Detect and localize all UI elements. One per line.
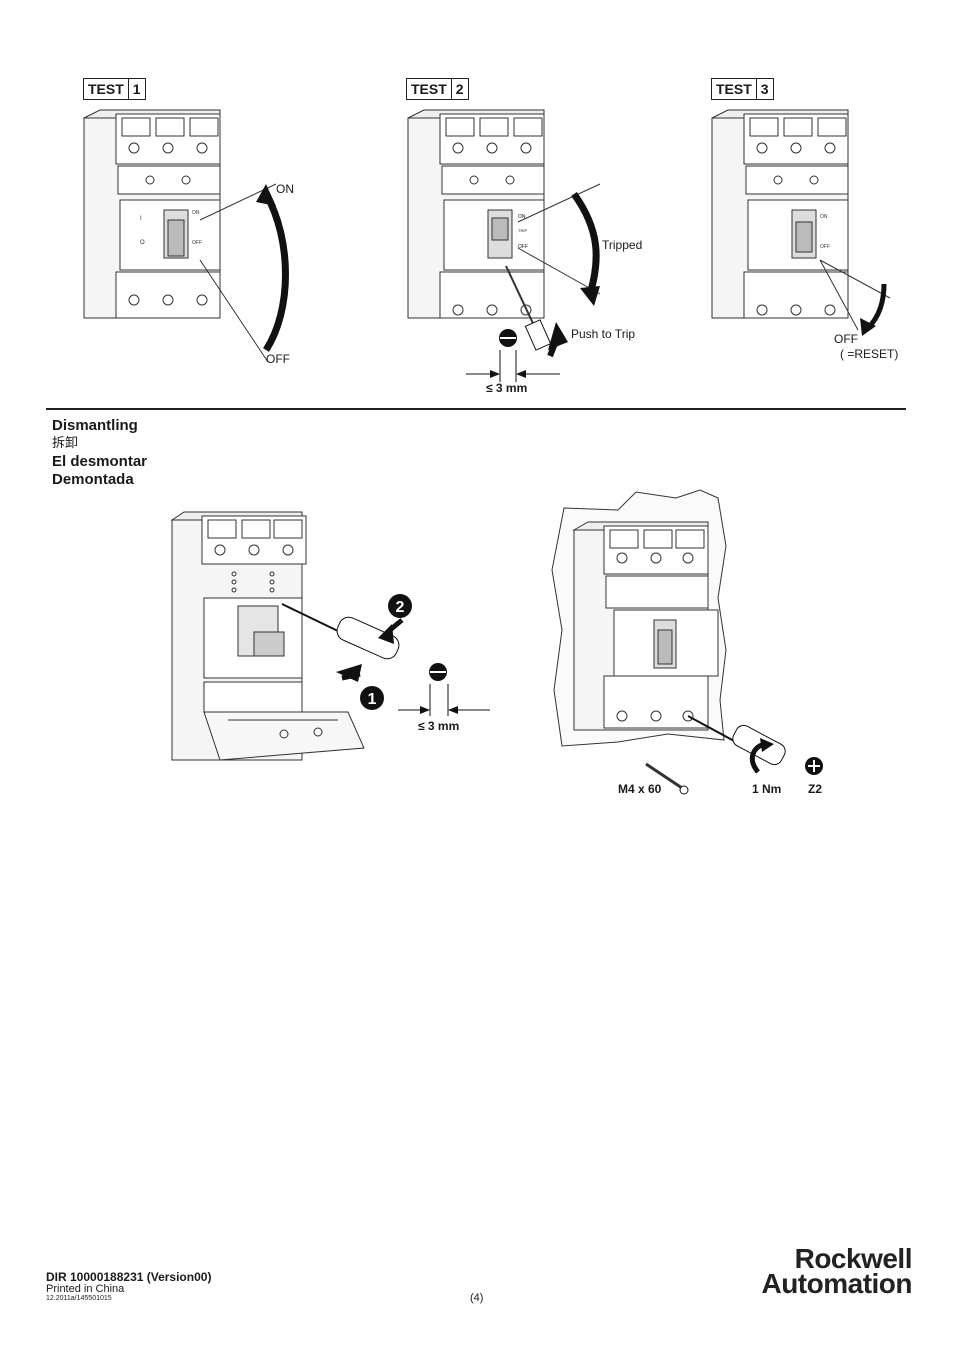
rockwell-automation-logo: Rockwell Automation	[702, 1243, 913, 1299]
dismantle-mounting-screw-illustration	[551, 489, 823, 795]
test-3-off-label: OFF	[834, 332, 858, 346]
logo-line-1: Rockwell	[794, 1243, 913, 1274]
test-1-breaker-illustration: I O ON OFF	[83, 109, 289, 363]
torque-label: 1 Nm	[752, 782, 782, 796]
step-2-number: 2	[396, 599, 405, 616]
test-3-reset-label: ( =RESET)	[840, 347, 899, 361]
test-number: 3	[755, 79, 773, 99]
test-number: 1	[127, 79, 145, 99]
printed-in: Printed in China	[46, 1283, 125, 1295]
screw-size-label: M4 x 60	[618, 782, 662, 796]
on-mark: ON	[192, 210, 200, 216]
test-word: TEST	[716, 81, 752, 97]
on-mark: ON	[518, 214, 526, 220]
test-number: 2	[450, 79, 468, 99]
test-1-off-label: OFF	[266, 352, 290, 366]
o-mark: O	[140, 240, 145, 246]
dismantle-open-cover-illustration: 1 2	[170, 511, 490, 761]
test-2-label: TEST 2	[406, 78, 469, 100]
document-number: DIR 10000188231 (Version00)	[46, 1270, 212, 1284]
trip-mark: TRIP	[518, 228, 527, 233]
test-1-label: TEST 1	[83, 78, 146, 100]
off-mark: OFF	[192, 240, 202, 246]
print-code: 12.2011a/145501015	[46, 1295, 112, 1302]
test-2-gap-label: ≤ 3 mm	[486, 381, 528, 395]
test-2-breaker-illustration: ON TRIP OFF	[407, 109, 601, 382]
dismantling-title-es: El desmontar	[52, 453, 148, 470]
i-mark: I	[140, 216, 142, 222]
test-word: TEST	[411, 81, 447, 97]
dismantle-gap-label: ≤ 3 mm	[418, 719, 460, 733]
dismantling-heading: Dismantling 拆卸 El desmontar Demontada	[52, 417, 147, 489]
test-2-tripped-label: Tripped	[602, 238, 643, 252]
on-mark: ON	[820, 214, 828, 220]
test-2-push-to-trip-label: Push to Trip	[571, 327, 636, 341]
footer-info: DIR 10000188231 (Version00) Printed in C…	[46, 1271, 211, 1303]
test-word: TEST	[88, 81, 124, 97]
test-1-on-label: ON	[276, 182, 294, 196]
test-3-label: TEST 3	[711, 78, 774, 100]
test-3-breaker-illustration: ON OFF	[711, 109, 891, 336]
step-1-number: 1	[368, 691, 377, 708]
off-mark: OFF	[820, 244, 830, 250]
off-mark: OFF	[518, 244, 528, 250]
section-divider	[46, 408, 906, 410]
logo-line-2: Automation	[761, 1268, 912, 1299]
dismantling-title-zh: 拆卸	[52, 436, 79, 451]
bit-label: Z2	[808, 782, 823, 796]
dismantling-title-en: Dismantling	[52, 417, 138, 434]
page-number: (4)	[470, 1292, 484, 1304]
dismantling-title-pt: Demontada	[52, 471, 134, 488]
